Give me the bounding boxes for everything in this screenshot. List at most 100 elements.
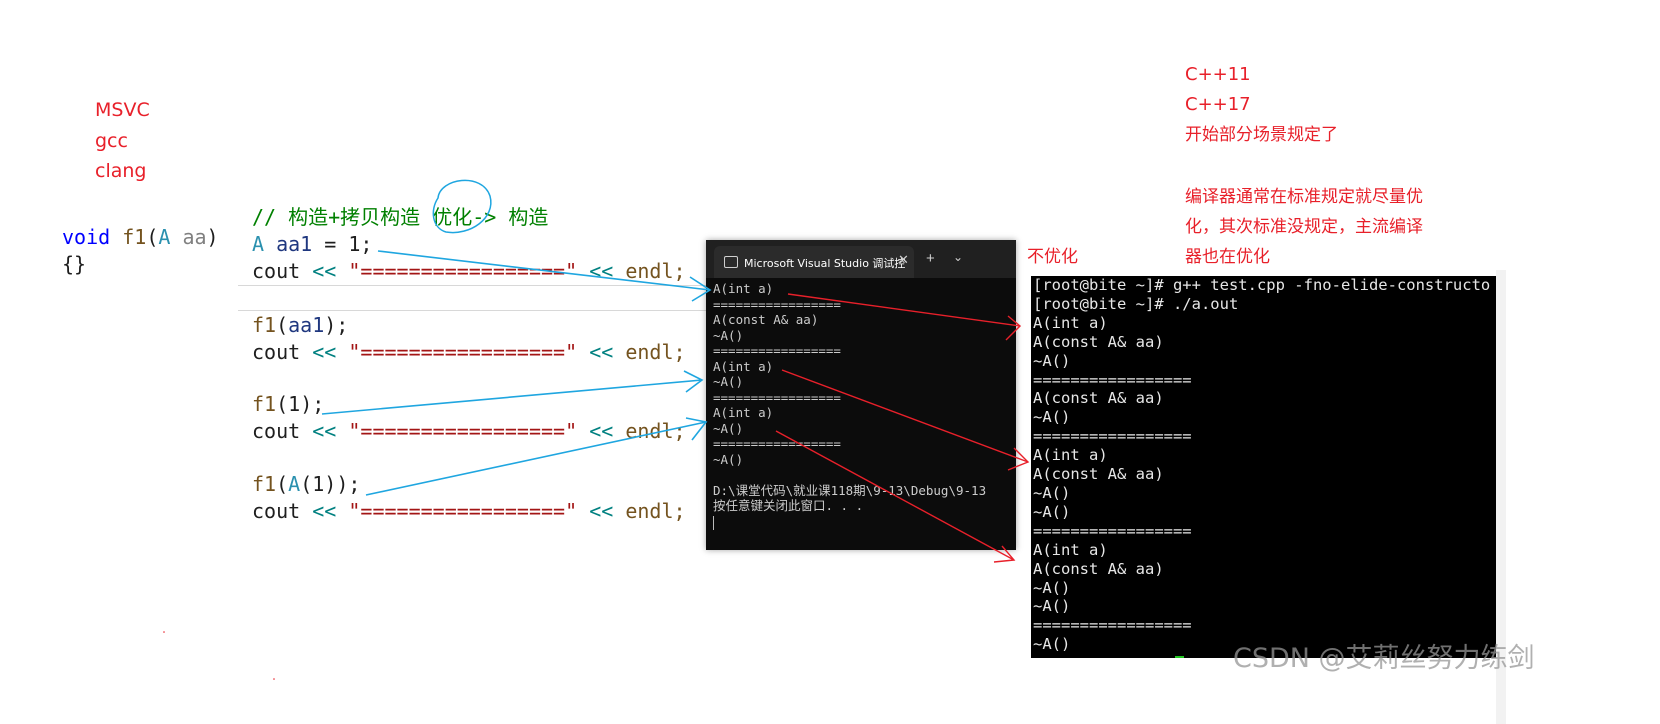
note-gcc: gcc (95, 130, 128, 152)
decl-var: aa1 (276, 232, 313, 256)
call-suffix: ); (324, 313, 349, 337)
stray-dot (163, 631, 165, 633)
console-caret (713, 515, 714, 530)
watermark: CSDN @艾莉丝努力练剑 (1233, 643, 1535, 674)
stray-dot (273, 678, 275, 680)
terminal-line: A(const A& aa) (1033, 332, 1164, 351)
console-line: 按任意键关闭此窗口. . . (713, 498, 864, 513)
arrow-call2-to-console (321, 379, 703, 415)
note-para-line1: 编译器通常在标准规定就尽量优 (1185, 187, 1423, 207)
terminal-line: ~A() (1033, 483, 1071, 502)
console-line: A(int a) (713, 281, 774, 296)
terminal-line: ~A() (1033, 351, 1071, 370)
call-suffix: ); (336, 472, 361, 496)
vs-debug-console: Microsoft Visual Studio 调试控 ✕ + ⌄ A(int … (706, 240, 1016, 550)
call-fn: f1 (252, 313, 277, 337)
console-line: ~A() (713, 420, 744, 436)
note-clang: clang (95, 160, 147, 182)
param-name: aa (182, 225, 207, 249)
paren-open: ( (146, 225, 159, 249)
console-line: ~A() (713, 451, 744, 467)
code-cout-1: cout << "=================" << endl; (252, 258, 686, 285)
note-standard-rule: 开始部分场景规定了 (1185, 125, 1338, 145)
terminal-line: ~A() (1033, 597, 1071, 616)
cout-kw: cout (252, 419, 301, 443)
terminal-line: A(const A& aa) (1033, 389, 1164, 408)
code-cout-4: cout << "=================" << endl; (252, 498, 686, 525)
kw-void: void (62, 225, 111, 249)
code-decl: A aa1 = 1; (252, 231, 372, 258)
terminal-line: ~A() (1033, 502, 1071, 521)
terminal-line: A(const A& aa) (1033, 559, 1164, 578)
console-line: ================= (713, 389, 841, 405)
console-line: A(int a) (713, 358, 774, 374)
terminal-line: [root@bite ~]# g++ test.cpp -fno-elide-c… (1033, 276, 1491, 294)
terminal-line: ================= (1033, 521, 1192, 540)
console-line: A(const A& aa) (713, 312, 819, 327)
cout-str: "=================" (348, 419, 578, 443)
note-cpp11: C++11 (1185, 64, 1251, 85)
cout-op: << (589, 340, 614, 364)
code-cout-3: cout << "=================" << endl; (252, 418, 686, 445)
cout-op: << (312, 340, 337, 364)
terminal-icon (724, 256, 738, 268)
terminal-line: [root@bite ~]# ./a.out (1033, 294, 1239, 313)
linux-terminal: [root@bite ~]# g++ test.cpp -fno-elide-c… (1031, 276, 1496, 658)
label-no-optimization: 不优化 (1027, 247, 1078, 267)
vs-tab-title: Microsoft Visual Studio 调试控 (744, 257, 906, 270)
func-name: f1 (122, 225, 147, 249)
decl-rest: = 1; (312, 232, 373, 256)
cout-endl: endl; (625, 499, 686, 523)
cout-op: << (589, 419, 614, 443)
terminal-line: A(int a) (1033, 446, 1108, 465)
cout-op: << (312, 259, 337, 283)
cout-kw: cout (252, 259, 301, 283)
close-icon[interactable]: ✕ (898, 253, 909, 268)
cout-op: << (589, 499, 614, 523)
terminal-line: ================= (1033, 370, 1192, 389)
note-para-line2: 化，其次标准没规定，主流编译 (1185, 217, 1423, 237)
cout-op: << (312, 499, 337, 523)
code-call-3: f1(A(1)); (252, 471, 360, 498)
call-fn: f1 (252, 392, 277, 416)
terminal-scroll-edge (1496, 270, 1506, 724)
chevron-down-icon[interactable]: ⌄ (953, 250, 964, 264)
cout-endl: endl; (625, 340, 686, 364)
console-line: ================= (713, 296, 841, 312)
divider (238, 310, 708, 311)
new-tab-icon[interactable]: + (926, 250, 935, 267)
arrowhead (685, 417, 708, 441)
call-prefix: ( (276, 313, 289, 337)
arrowhead (683, 370, 704, 393)
console-line (713, 467, 986, 483)
vs-console-tab[interactable]: Microsoft Visual Studio 调试控 ✕ (714, 246, 914, 278)
code-comment: // 构造+拷贝构造 优化-> 构造 (252, 205, 549, 229)
note-msvc: MSVC (95, 99, 150, 121)
vs-titlebar: Microsoft Visual Studio 调试控 ✕ + ⌄ (706, 240, 1016, 278)
terminal-line: ================= (1033, 616, 1192, 635)
cout-endl: endl; (625, 419, 686, 443)
code-call-1: f1(aa1); (252, 312, 348, 339)
call-arg: 1 (288, 392, 301, 416)
vs-console-output: A(int a)=================A(const A& aa)~… (713, 281, 986, 530)
code-call-2: f1(1); (252, 391, 324, 418)
blue-arrows (321, 250, 712, 496)
terminal-output: [root@bite ~]# g++ test.cpp -fno-elide-c… (1033, 276, 1490, 658)
call-arg-type: A (288, 472, 301, 496)
cout-endl: endl; (625, 259, 686, 283)
note-cpp17: C++17 (1185, 94, 1251, 115)
decl-type: A (252, 232, 265, 256)
note-para-line3: 器也在优化 (1185, 247, 1270, 267)
cout-str: "=================" (348, 259, 578, 283)
divider (238, 285, 708, 286)
terminal-cursor (1033, 654, 1490, 658)
cout-op: << (312, 419, 337, 443)
call-suffix: ); (300, 392, 325, 416)
terminal-line: A(const A& aa) (1033, 465, 1164, 484)
cout-op: << (589, 259, 614, 283)
cout-str: "=================" (348, 499, 578, 523)
console-line: A(int a) (713, 405, 774, 420)
call-arg: aa1 (288, 313, 325, 337)
terminal-line: A(int a) (1033, 313, 1108, 332)
call-prefix: ( (276, 392, 289, 416)
